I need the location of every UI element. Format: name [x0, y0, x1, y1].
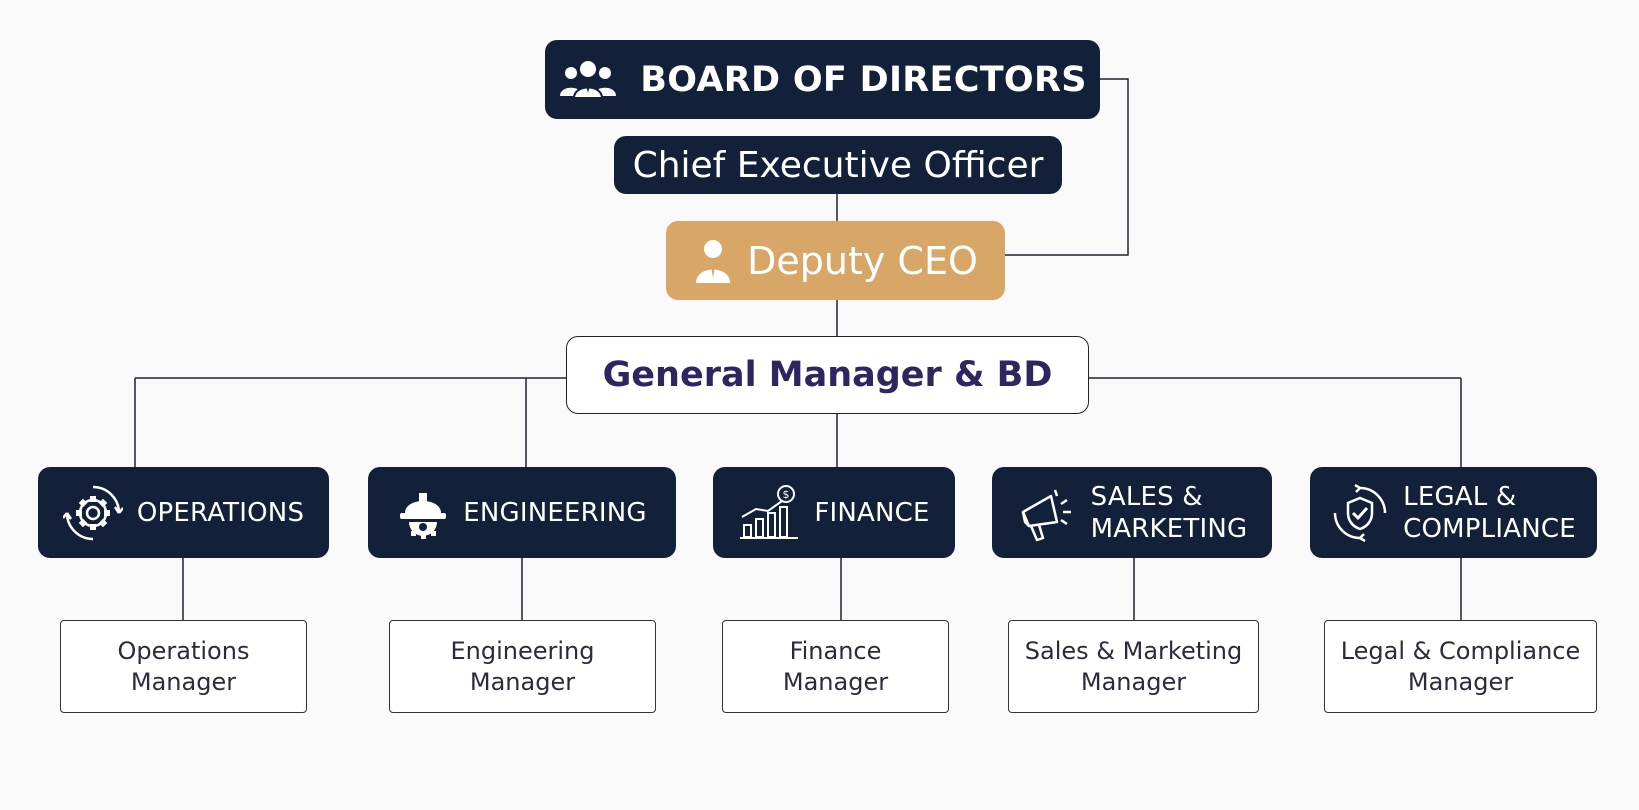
people-group-icon: [558, 58, 618, 102]
gear-icon: [62, 483, 123, 543]
general-manager-label: General Manager & BD: [602, 355, 1053, 395]
board-label: BOARD OF DIRECTORS: [640, 59, 1087, 100]
board-of-directors-box: BOARD OF DIRECTORS: [545, 40, 1100, 119]
operations-manager-box: Operations Manager: [60, 620, 307, 713]
sales-marketing-label: SALES & MARKETING: [1091, 481, 1248, 545]
deputy-ceo-label: Deputy CEO: [747, 238, 978, 283]
department-finance: $ FINANCE: [713, 467, 955, 558]
person-icon: [693, 238, 733, 284]
sales-marketing-manager-box: Sales & Marketing Manager: [1008, 620, 1259, 713]
hard-hat-icon: [397, 485, 449, 541]
sales-marketing-label-line1: SALES &: [1090, 481, 1203, 512]
operations-manager-line2: Manager: [130, 667, 237, 696]
sales-marketing-manager-line2: Manager: [1080, 667, 1187, 696]
legal-compliance-manager-line1: Legal & Compliance: [1340, 636, 1581, 665]
operations-manager-line1: Operations: [117, 636, 250, 665]
finance-manager-box: Finance Manager: [722, 620, 949, 713]
department-sales-marketing: SALES & MARKETING: [992, 467, 1272, 558]
sales-marketing-label-line2: MARKETING: [1090, 513, 1248, 544]
legal-compliance-manager-line2: Manager: [1407, 667, 1514, 696]
operations-label: OPERATIONS: [137, 497, 304, 529]
finance-label-line1: FINANCE: [814, 497, 930, 528]
finance-label: FINANCE: [814, 497, 929, 529]
engineering-label: ENGINEERING: [463, 497, 647, 529]
board-to-deputy-connector: [1005, 78, 1129, 256]
deputy-ceo-box: Deputy CEO: [666, 221, 1005, 300]
operations-label-line1: OPERATIONS: [136, 497, 305, 528]
department-operations: OPERATIONS: [38, 467, 329, 558]
ceo-box: Chief Executive Officer: [614, 136, 1062, 194]
engineering-manager-line2: Manager: [469, 667, 576, 696]
finance-manager-line1: Finance: [789, 636, 882, 665]
ceo-label: Chief Executive Officer: [632, 144, 1044, 186]
engineering-manager-box: Engineering Manager: [389, 620, 656, 713]
legal-compliance-label-line2: COMPLIANCE: [1403, 513, 1576, 544]
department-engineering: ENGINEERING: [368, 467, 676, 558]
general-manager-box: General Manager & BD: [566, 336, 1089, 414]
megaphone-icon: [1017, 482, 1077, 544]
shield-check-icon: [1331, 483, 1389, 542]
department-legal-compliance: LEGAL & COMPLIANCE: [1310, 467, 1597, 558]
engineering-manager-line1: Engineering: [450, 636, 595, 665]
legal-compliance-label: LEGAL & COMPLIANCE: [1403, 481, 1576, 545]
svg-text:$: $: [783, 488, 790, 501]
engineering-label-line1: ENGINEERING: [463, 497, 647, 528]
legal-compliance-manager-box: Legal & Compliance Manager: [1324, 620, 1597, 713]
finance-chart-icon: $: [738, 484, 800, 541]
sales-marketing-manager-line1: Sales & Marketing: [1024, 636, 1243, 665]
finance-manager-line2: Manager: [782, 667, 889, 696]
legal-compliance-label-line1: LEGAL &: [1403, 481, 1517, 512]
